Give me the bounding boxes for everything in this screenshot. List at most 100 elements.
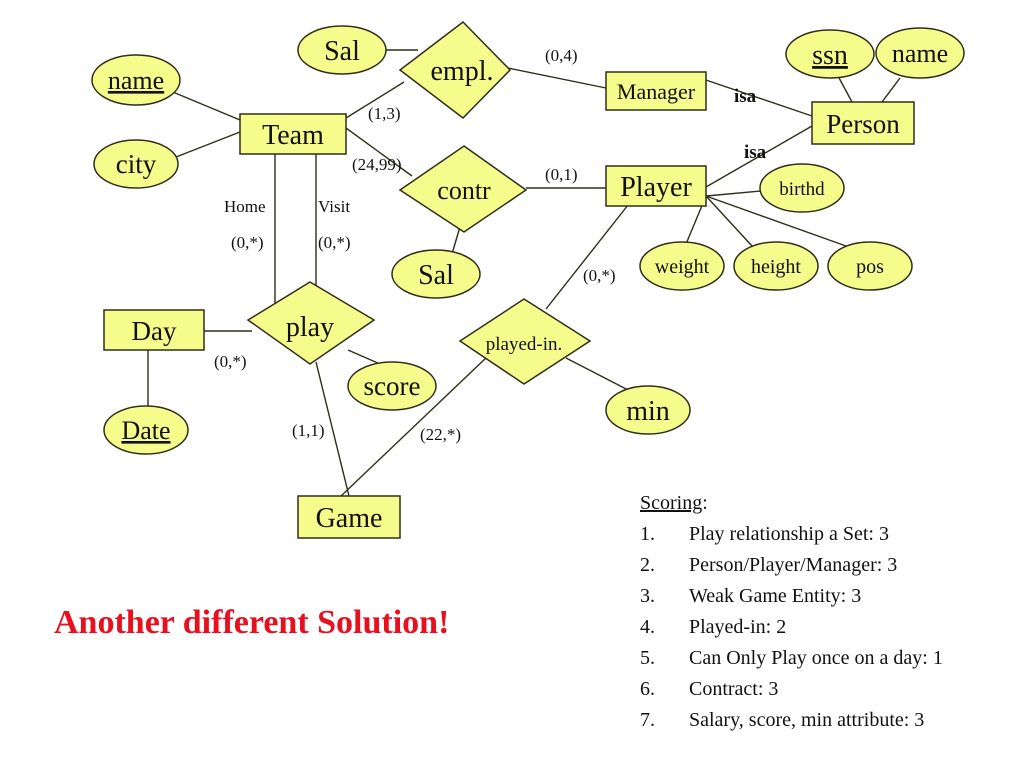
edge-game-played-in xyxy=(340,356,488,497)
cardinality-game-played-in: (22,*) xyxy=(420,425,461,444)
attribute-score: score xyxy=(347,361,437,411)
edge-manager-person xyxy=(699,77,813,117)
cardinality-player-played-in: (0,*) xyxy=(583,266,616,285)
attribute-ssn-label: ssn xyxy=(812,40,848,71)
scoring-item: 1. Play relationship a Set: 3 xyxy=(640,519,1020,550)
relationship-empl: empl. xyxy=(398,21,512,119)
relationship-played-in-label: played-in. xyxy=(486,334,563,355)
scoring-item-text: Played-in: 2 xyxy=(689,616,787,638)
edge-person-ssn xyxy=(837,75,853,103)
attribute-weight-label: weight xyxy=(655,256,710,278)
relationship-played-in: played-in. xyxy=(458,298,592,385)
scoring-item: 4. Played-in: 2 xyxy=(640,612,1020,643)
attribute-team-city: city xyxy=(93,139,179,189)
attribute-pos-label: pos xyxy=(856,256,884,278)
cardinality-empl-manager: (0,4) xyxy=(545,46,578,65)
edge-player-person xyxy=(705,125,813,188)
entity-person-label: Person xyxy=(826,109,900,139)
scoring-item-text: Salary, score, min attribute: 3 xyxy=(689,709,925,731)
attribute-weight: weight xyxy=(639,241,725,291)
entity-day: Day xyxy=(103,309,205,351)
cardinality-team-contr: (24,99) xyxy=(352,155,402,174)
relationship-contr: contr xyxy=(398,145,528,233)
edge-player-pos xyxy=(705,195,847,247)
scoring-item-number: 6. xyxy=(640,678,655,700)
edge-play-game xyxy=(315,361,350,497)
relationship-play-label: play xyxy=(286,312,334,343)
role-label-home: Home xyxy=(224,197,266,216)
edge-play-score xyxy=(347,349,381,365)
cardinality-labels: (0,4) (1,3) (24,99) (0,1) (0,*) (0,*) (0… xyxy=(214,46,767,444)
attribute-min: min xyxy=(605,385,691,435)
scoring-item: 2. Person/Player/Manager: 3 xyxy=(640,550,1020,581)
edge-team-city xyxy=(175,131,241,158)
attribute-person-name-label: name xyxy=(892,39,948,68)
edge-team-contr xyxy=(345,127,413,177)
cardinality-visit: (0,*) xyxy=(318,233,351,252)
edge-person-name xyxy=(881,77,901,103)
scoring-item-number: 2. xyxy=(640,554,655,576)
scoring-item: 7. Salary, score, min attribute: 3 xyxy=(640,705,1020,736)
attribute-team-name: name xyxy=(91,54,181,106)
entity-manager-label: Manager xyxy=(617,79,696,104)
entity-player: Player xyxy=(605,165,707,207)
attribute-date: Date xyxy=(103,405,189,455)
scoring-item-number: 1. xyxy=(640,523,655,545)
attribute-height: height xyxy=(733,241,819,291)
scoring-item-text: Play relationship a Set: 3 xyxy=(689,523,889,545)
scoring-list: Scoring: 1. Play relationship a Set: 3 2. P… xyxy=(640,488,1020,736)
attribute-team-name-label: name xyxy=(108,66,164,95)
scoring-item: 3. Weak Game Entity: 3 xyxy=(640,581,1020,612)
attribute-birthd-label: birthd xyxy=(779,179,825,200)
cardinality-contr-player: (0,1) xyxy=(545,165,578,184)
role-label-visit: Visit xyxy=(318,197,350,216)
isa-label-player: isa xyxy=(744,142,767,163)
entity-game: Game xyxy=(297,495,401,539)
entity-player-label: Player xyxy=(620,172,692,203)
edge-player-played-in xyxy=(545,199,633,310)
scoring-item-number: 3. xyxy=(640,585,655,607)
scoring-item: 6. Contract: 3 xyxy=(640,674,1020,705)
attribute-min-label: min xyxy=(626,396,670,427)
attribute-score-label: score xyxy=(364,371,421,401)
entity-day-label: Day xyxy=(132,316,177,346)
scoring-item: 5. Can Only Play once on a day: 1 xyxy=(640,643,1020,674)
attribute-sal-contr: Sal xyxy=(391,249,481,299)
attribute-birthd: birthd xyxy=(759,163,845,213)
edge-played-in-min xyxy=(565,357,633,393)
scoring-item-number: 4. xyxy=(640,616,655,638)
attribute-person-name: name xyxy=(875,27,965,79)
edge-empl-manager xyxy=(507,67,607,89)
relationship-play: play xyxy=(246,281,376,365)
entity-team-label: Team xyxy=(262,120,324,151)
entity-team: Team xyxy=(239,113,347,155)
cardinality-team-empl: (1,3) xyxy=(368,104,401,123)
attribute-date-label: Date xyxy=(121,416,170,445)
scoring-item-text: Contract: 3 xyxy=(689,678,779,700)
relationship-empl-label: empl. xyxy=(431,56,494,87)
scoring-heading-text: Scoring xyxy=(640,492,703,514)
attribute-sal-empl: Sal xyxy=(297,25,387,75)
attribute-ssn: ssn xyxy=(785,29,875,79)
scoring-item-number: 7. xyxy=(640,709,655,731)
entity-game-label: Game xyxy=(316,503,383,534)
scoring-items: 1. Play relationship a Set: 3 2. Person/Pla… xyxy=(640,519,1020,736)
attribute-pos: pos xyxy=(827,241,913,291)
isa-label-manager: isa xyxy=(734,86,757,107)
cardinality-day-play: (0,*) xyxy=(214,352,247,371)
scoring-heading: Scoring: xyxy=(640,492,708,514)
entity-person: Person xyxy=(811,101,915,145)
edge-player-height xyxy=(705,195,753,247)
entity-manager: Manager xyxy=(605,71,707,111)
attribute-team-city-label: city xyxy=(116,149,157,179)
scoring-item-text: Can Only Play once on a day: 1 xyxy=(689,647,943,669)
solution-headline: Another different Solution! xyxy=(54,604,450,641)
attribute-sal-empl-label: Sal xyxy=(324,36,360,67)
scoring-item-text: Person/Player/Manager: 3 xyxy=(689,554,898,576)
scoring-item-number: 5. xyxy=(640,647,655,669)
scoring-item-text: Weak Game Entity: 3 xyxy=(689,585,862,607)
attribute-sal-contr-label: Sal xyxy=(418,260,454,291)
cardinality-home: (0,*) xyxy=(231,233,264,252)
